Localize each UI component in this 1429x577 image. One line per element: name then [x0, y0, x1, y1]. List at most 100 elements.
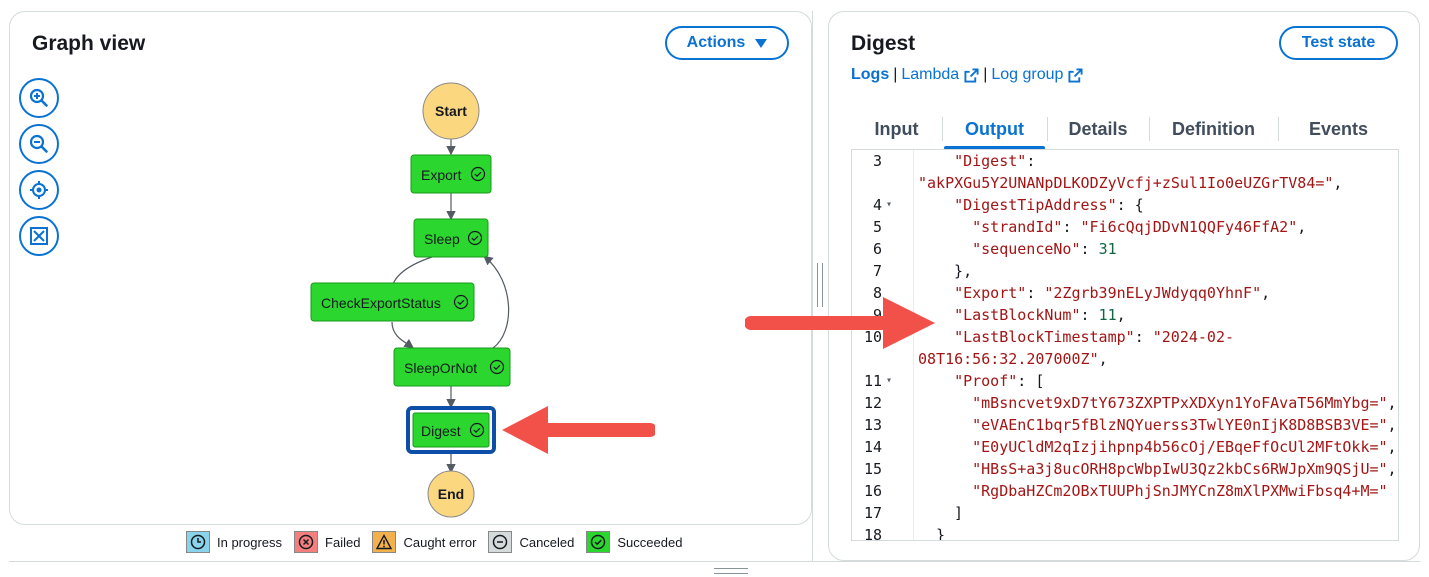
- start-state[interactable]: Start: [422, 82, 480, 140]
- code-text: },: [936, 262, 973, 280]
- line-number: 4: [872, 196, 882, 214]
- canceled-minus-icon: [488, 531, 513, 553]
- center-icon: [30, 181, 48, 199]
- zoom-in-icon: [29, 88, 48, 107]
- line-number: 18: [863, 526, 882, 541]
- export-state[interactable]: Export: [410, 154, 492, 194]
- line-number: 17: [863, 504, 882, 522]
- logs-link[interactable]: Logs: [851, 66, 890, 83]
- legend-canceled: Canceled: [488, 531, 574, 553]
- tab-output[interactable]: Output: [942, 108, 1047, 150]
- legend-caught-error-label: Caught error: [403, 534, 477, 550]
- code-text: "strandId": "Fi6cQqjDDvN1QQFy46FfA2",: [972, 218, 1307, 236]
- check-circle-icon: [470, 166, 486, 182]
- detail-title: Digest: [851, 32, 916, 55]
- sleep-or-not-state[interactable]: SleepOrNot: [393, 347, 511, 387]
- check-circle-icon: [453, 294, 469, 310]
- state-machine-graph: Start Export Sleep CheckExportStatus Sle…: [310, 82, 511, 518]
- code-text: "RgDbaHZCm2OBxTUUPhjSnJMYCnZ8mXlPXMwiFbs…: [972, 482, 1388, 500]
- zoom-out-button[interactable]: [19, 124, 59, 164]
- end-state[interactable]: End: [427, 470, 475, 518]
- fit-to-screen-button[interactable]: [19, 216, 59, 256]
- test-state-button[interactable]: Test state: [1279, 26, 1398, 60]
- fold-toggle-icon[interactable]: ▾: [886, 199, 893, 210]
- zoom-in-button[interactable]: [19, 78, 59, 118]
- sleep-state[interactable]: Sleep: [413, 218, 489, 258]
- actions-label: Actions: [686, 34, 746, 51]
- code-text: ]: [936, 504, 964, 522]
- center-graph-button[interactable]: [19, 170, 59, 210]
- code-line: 14 "E0yUCldM2qIzjihpnp4b56cOj/EBqeFfOcUl…: [852, 436, 1398, 458]
- line-number: 10: [863, 328, 882, 346]
- digest-state-selected[interactable]: Digest: [406, 406, 496, 454]
- code-text: "akPXGu5Y2UNANpDLKODZyVcfj+zSul1Io0eUZGr…: [918, 174, 1343, 192]
- code-line: 15 "HBsS+a3j8ucORH8pcWbpIwU3Qz2kbCs6RWJp…: [852, 458, 1398, 480]
- check-export-status-state[interactable]: CheckExportStatus: [310, 282, 475, 322]
- code-text: "HBsS+a3j8ucORH8pcWbpIwU3Qz2kbCs6RWJpXm9…: [972, 460, 1397, 478]
- code-line: 10 "LastBlockTimestamp": "2024-02-: [852, 326, 1398, 348]
- code-line: 9 "LastBlockNum": 11,: [852, 304, 1398, 326]
- tab-input[interactable]: Input: [874, 118, 919, 139]
- fit-icon: [30, 227, 48, 245]
- code-line: 12 "mBsncvet9xD7tY673ZXPTPxXDXyn1YoFAvaT…: [852, 392, 1398, 414]
- code-line: 17 ]: [852, 502, 1398, 524]
- fold-toggle-icon[interactable]: ▾: [886, 375, 893, 386]
- legend-in-progress: In progress: [186, 531, 282, 553]
- lambda-link[interactable]: Lambda: [901, 66, 979, 84]
- code-line: 5 "strandId": "Fi6cQqjDDvN1QQFy46FfA2",: [852, 216, 1398, 238]
- link-separator: |: [983, 66, 988, 83]
- code-line: 18}: [852, 524, 1398, 541]
- code-text: }: [936, 526, 946, 541]
- legend-succeeded: Succeeded: [586, 531, 682, 553]
- line-number: 5: [872, 218, 882, 236]
- horizontal-resize-handle[interactable]: [714, 568, 748, 574]
- code-text: "LastBlockNum": 11,: [954, 306, 1126, 324]
- legend-succeeded-label: Succeeded: [617, 534, 683, 550]
- code-text: "mBsncvet9xD7tY673ZXPTPxXDXyn1YoFAvaT56M…: [972, 394, 1397, 412]
- output-code-viewer[interactable]: 3 "Digest": "akPXGu5Y2UNANpDLKODZyVcfj+zS…: [851, 149, 1399, 541]
- code-line: 16 "RgDbaHZCm2OBxTUUPhjSnJMYCnZ8mXlPXMwi…: [852, 480, 1398, 502]
- code-text: "eVAEnC1bqr5fBlzNQYuerss3TwlYE0nIjK8D8BS…: [972, 416, 1397, 434]
- graph-view-panel: Graph view Actions: [9, 11, 812, 525]
- state-detail-panel: Digest Test state Logs | Lambda | Log gr…: [828, 11, 1420, 561]
- code-text: "LastBlockTimestamp": "2024-02-: [954, 328, 1235, 346]
- legend-canceled-label: Canceled: [519, 534, 575, 550]
- log-group-link[interactable]: Log group: [991, 66, 1083, 84]
- code-text: "Export": "2Zgrb39nELyJWdyqq0YhnF",: [954, 284, 1271, 302]
- code-line: 6 "sequenceNo": 31: [852, 238, 1398, 260]
- check-circle-icon: [467, 230, 483, 246]
- line-number: 7: [872, 262, 882, 280]
- legend-caught-error: Caught error: [372, 531, 476, 553]
- digest-label: Digest: [421, 423, 461, 439]
- line-number: 15: [863, 460, 882, 478]
- line-number: 3: [872, 152, 882, 170]
- tab-details[interactable]: Details: [1047, 108, 1149, 150]
- in-progress-clock-icon: [186, 531, 210, 553]
- line-number: 13: [863, 416, 882, 434]
- code-text: "sequenceNo": 31: [972, 240, 1117, 258]
- annotation-arrow-right: [745, 297, 935, 349]
- code-line: 08T16:56:32.207000Z",: [852, 348, 1398, 370]
- code-line: 3 "Digest":: [852, 150, 1398, 172]
- actions-button[interactable]: Actions: [665, 26, 789, 60]
- caught-error-warning-icon: [372, 531, 397, 553]
- line-number: 16: [863, 482, 882, 500]
- caret-down-icon: [755, 38, 768, 48]
- code-text: 08T16:56:32.207000Z",: [918, 350, 1108, 368]
- tab-events[interactable]: Events: [1278, 108, 1399, 150]
- tab-definition[interactable]: Definition: [1149, 108, 1278, 150]
- check-circle-icon: [469, 422, 485, 438]
- legend-failed-label: Failed: [325, 534, 361, 550]
- link-separator: |: [893, 66, 898, 83]
- vertical-resize-handle[interactable]: [817, 263, 823, 307]
- export-label: Export: [421, 167, 462, 183]
- status-legend: In progress Failed Caught error Canceled…: [186, 530, 694, 554]
- log-group-link-label: Log group: [991, 66, 1064, 83]
- end-label: End: [438, 486, 464, 502]
- start-label: Start: [435, 103, 467, 119]
- graph-edges: [387, 139, 510, 474]
- line-number: 12: [863, 394, 882, 412]
- code-line: 11▾ "Proof": [: [852, 370, 1398, 392]
- graph-view-title: Graph view: [32, 32, 146, 55]
- zoom-out-icon: [29, 134, 48, 153]
